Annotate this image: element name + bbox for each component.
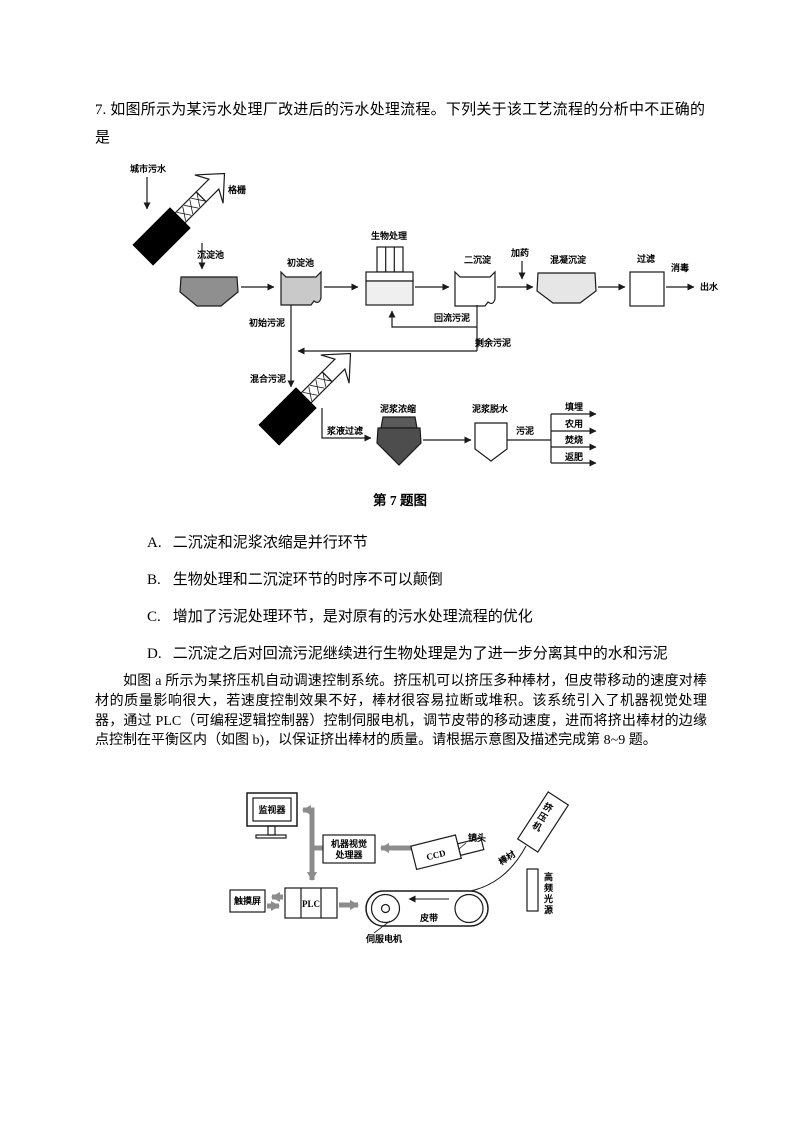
dewater-shape <box>474 422 508 462</box>
secondary-tank-shape <box>454 270 496 307</box>
agriculture-label: 农用 <box>564 418 583 430</box>
belt-label: 皮带 <box>419 912 438 924</box>
vision-processor-label-2: 处理器 <box>334 849 363 861</box>
arrow-return-sludge <box>388 310 477 328</box>
thickener-body-shape <box>376 427 422 466</box>
surplus-sludge-label: 剩余污泥 <box>475 337 511 349</box>
monitor-base-shape <box>255 834 287 839</box>
thickener-top-shape <box>380 416 418 429</box>
sediment-tank-label: 沉淀池 <box>197 249 224 261</box>
bar-material-label: 棒材 <box>496 848 518 868</box>
light-source-shape <box>526 868 539 912</box>
bio-treatment-label: 生物处理 <box>371 230 407 242</box>
extruder-box-shape <box>516 791 570 853</box>
mixed-sludge-label: 混合污泥 <box>250 373 286 385</box>
servo-axis <box>380 903 391 914</box>
option-c-text: 增加了污泥处理环节，是对原有的污水处理流程的优化 <box>172 609 533 625</box>
sediment-tank-shape <box>179 276 239 307</box>
lens-pointer-line <box>458 842 467 850</box>
primary-tank-label: 初淀池 <box>287 257 314 269</box>
grate-label: 格栅 <box>228 184 246 196</box>
monitor-screen-shape <box>252 797 292 822</box>
filter-box-shape <box>629 271 665 307</box>
outflow-label: 出水 <box>700 281 719 293</box>
grate-screen-shape <box>132 172 226 266</box>
initial-sludge-label: 初始污泥 <box>249 317 285 329</box>
plc-box <box>284 887 338 919</box>
plc-label: PLC <box>302 899 320 909</box>
arrow-to-monitor <box>302 805 315 848</box>
bio-strip-shape <box>365 271 414 282</box>
option-a: A. 二沉淀和泥浆浓缩是并行环节 <box>147 531 707 552</box>
sludge-label: 污泥 <box>516 425 534 437</box>
coagulation-tank-shape <box>536 272 597 304</box>
city-sewage-label: 城市污水 <box>130 163 167 175</box>
option-d-letter: D. <box>147 646 162 662</box>
option-b: B. 生物处理和二沉淀环节的时序不可以颠倒 <box>147 568 707 589</box>
bio-body-shape <box>365 280 414 306</box>
vision-processor-box <box>322 834 376 864</box>
option-a-letter: A. <box>147 535 162 551</box>
return-sludge-label: 回流污泥 <box>434 312 470 324</box>
sewage-flow-diagram: 城市污水 格栅 沉淀池 初淀池 生物处理 二沉淀 加药 混凝沉淀 过滤 消毒 出… <box>130 163 719 467</box>
plc-dividers <box>300 888 322 918</box>
landfill-label: 填埋 <box>565 401 583 413</box>
fertilizer-label: 返肥 <box>565 451 583 463</box>
filter-label: 过滤 <box>637 253 655 265</box>
ccd-label: CCD <box>425 848 447 863</box>
primary-tank-shape <box>280 270 322 306</box>
slurry-filter-label: 浆液过滤 <box>326 425 363 437</box>
sludge-screen-shape <box>258 352 352 446</box>
monitor-label: 监视器 <box>258 804 286 816</box>
servo-pointer-line <box>373 920 391 934</box>
belt-roller-left <box>370 893 401 924</box>
option-c: C. 增加了污泥处理环节，是对原有的污水处理流程的优化 <box>147 605 707 626</box>
monitor-stand-shape <box>267 825 276 836</box>
belt-roller-right <box>454 893 484 924</box>
option-b-text: 生物处理和二沉淀环节的时序不可以颠倒 <box>172 572 443 588</box>
option-b-letter: B. <box>147 572 161 588</box>
lens-label: 镜头 <box>468 832 486 844</box>
servo-motor-label: 伺服电机 <box>365 933 402 945</box>
vision-processor-label-1: 机器视觉 <box>331 838 367 850</box>
arrow-slurry-filter <box>321 408 372 442</box>
touch-screen-label: 触摸屏 <box>233 895 261 907</box>
option-d-text: 二沉淀之后对回流污泥继续进行生物处理是为了进一步分离其中的水和污泥 <box>172 646 668 662</box>
option-a-text: 二沉淀和泥浆浓缩是并行环节 <box>172 535 368 551</box>
figure7-caption: 第 7 题图 <box>373 493 427 508</box>
ccd-camera-shape <box>410 834 485 871</box>
question-text: 7. 如图所示为某污水处理厂改进后的污水处理流程。下列关于该工艺流程的分析中不正… <box>95 102 705 146</box>
incinerate-label: 焚烧 <box>564 434 583 446</box>
secondary-tank-label: 二沉淀 <box>464 254 492 266</box>
bio-bars-lines <box>385 247 395 272</box>
q8-9-intro-paragraph: 如图 a 所示为某挤压机自动调速控制系统。挤压机可以挤压多种棒材，但皮带移动的速… <box>95 674 707 749</box>
coagulation-label: 混凝沉淀 <box>550 254 587 266</box>
speed-control-diagram: 监视器 机器视觉 处理器 CCD 镜头 棒材 触摸屏 PLC 皮带 伺服电机 <box>229 791 570 945</box>
touch-screen-box <box>229 889 266 913</box>
disinfect-label: 消毒 <box>671 262 689 274</box>
option-d: D. 二沉淀之后对回流污泥继续进行生物处理是为了进一步分离其中的水和污泥 <box>147 642 707 663</box>
bio-bars-shape <box>376 246 404 273</box>
slurry-dewater-label: 泥浆脱水 <box>472 403 509 415</box>
dosing-label: 加药 <box>510 247 529 259</box>
light-source-label: 高频光源 <box>542 872 552 916</box>
option-c-letter: C. <box>147 609 161 625</box>
slurry-thicken-label: 泥浆浓缩 <box>380 403 416 415</box>
